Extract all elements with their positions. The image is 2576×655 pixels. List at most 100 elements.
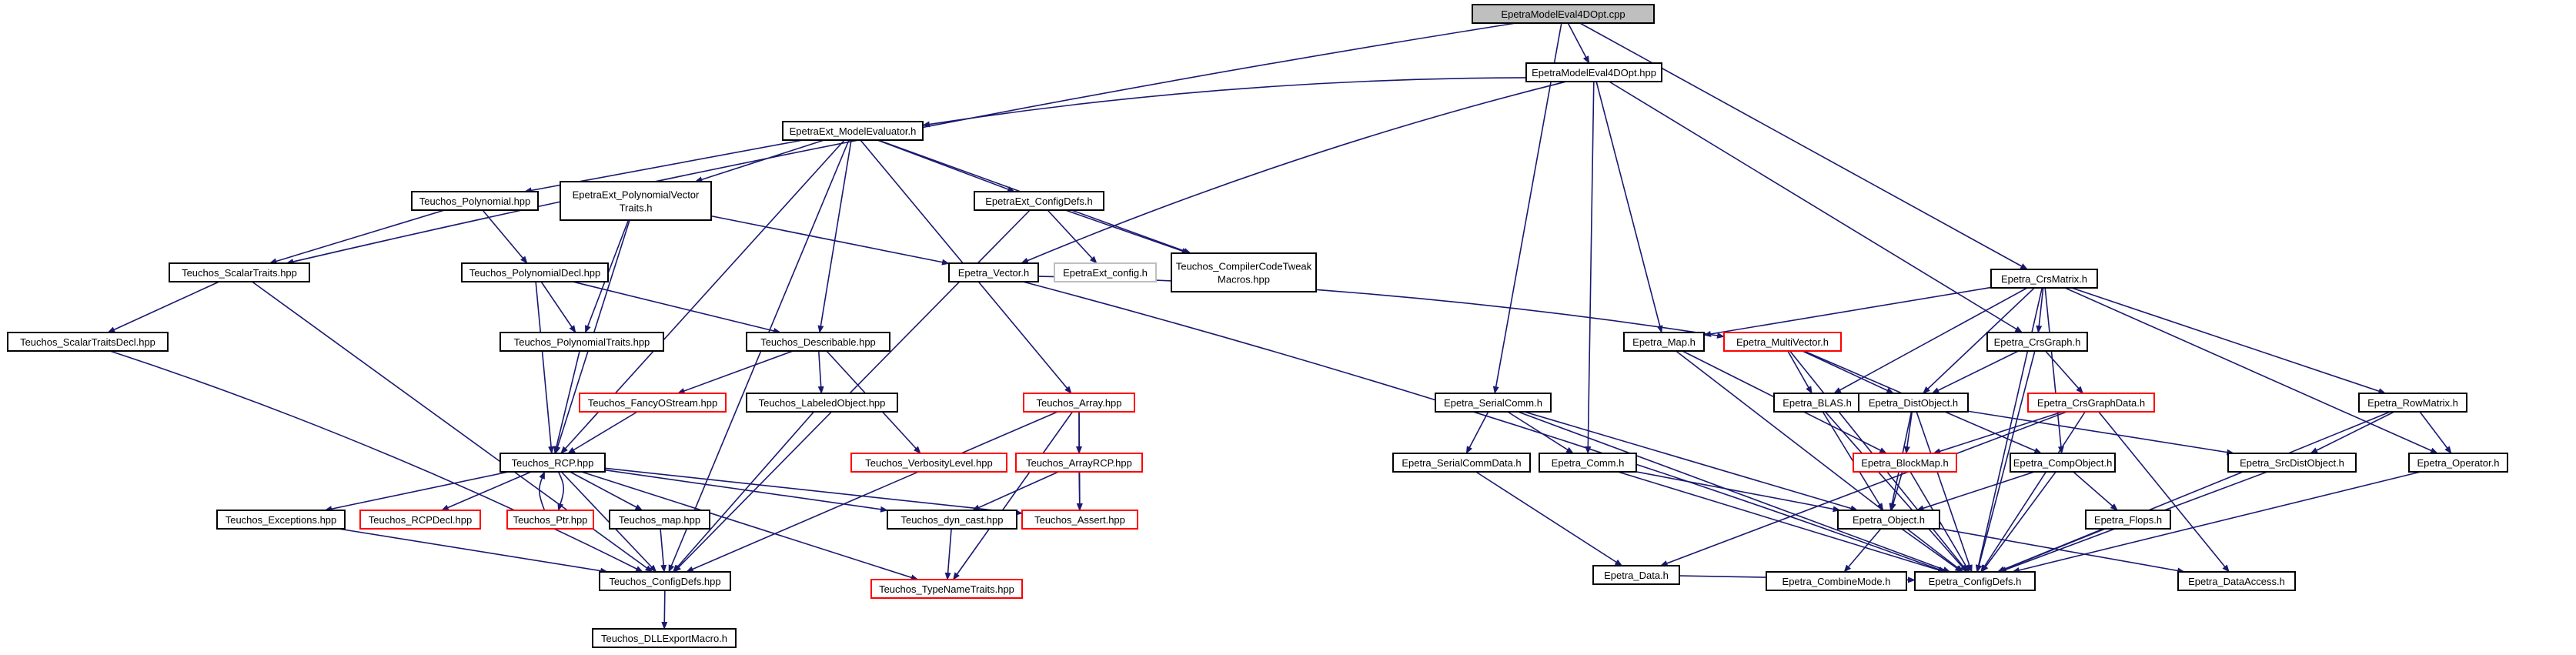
node-distobject[interactable]: Epetra_DistObject.h [1858,393,1969,413]
node-poly_hpp[interactable]: Teuchos_Polynomial.hpp [411,191,539,211]
node-box-labeledobject [746,393,898,413]
node-srcdistobject[interactable]: Epetra_SrcDistObject.h [2227,453,2357,473]
node-box-ptr [506,510,594,530]
node-label-rcp-0: Teuchos_RCP.hpp [512,457,594,469]
node-box-multivector [1723,332,1842,352]
edge-describable-to-labeledobject [817,350,824,394]
node-box-dllexport [592,628,737,648]
node-labeledobject[interactable]: Teuchos_LabeledObject.hpp [746,393,898,413]
edge-crsmatrix-to-compobject [2044,287,2064,454]
node-label-eeconfigdefs-0: EpetraExt_ConfigDefs.h [985,195,1092,207]
node-map[interactable]: Epetra_Map.h [1623,332,1705,352]
edge-root-to-crsmatrix [1579,22,2029,270]
node-verbosity[interactable]: Teuchos_VerbosityLevel.hpp [850,453,1007,473]
node-compobject[interactable]: Epetra_CompObject.h [2010,453,2116,473]
edge-root-to-scalartraits [286,22,1516,265]
node-blockmap[interactable]: Epetra_BlockMap.h [1853,453,1957,473]
edge-polydecl-to-rcp [535,281,555,454]
edge-serialcomm-to-comm [1507,411,1574,454]
node-box-dyncast [887,510,1017,530]
node-blas[interactable]: Epetra_BLAS.h [1773,393,1861,413]
node-crsgraphdata[interactable]: Epetra_CrsGraphData.h [2027,393,2155,413]
node-array[interactable]: Teuchos_Array.hpp [1023,393,1135,413]
edge-crsmatrix-to-distobject [1922,287,2035,394]
edge-rcp-to-typenametraits [581,471,919,581]
node-box-scalartraitsdecl [7,332,169,352]
edge-distobject-to-blockmap [1903,411,1913,454]
node-label-poly_hpp-0: Teuchos_Polynomial.hpp [419,195,531,207]
node-exceptions[interactable]: Teuchos_Exceptions.hpp [216,510,346,530]
node-combinemode[interactable]: Epetra_CombineMode.h [1766,571,1907,591]
node-scalartraitsdecl[interactable]: Teuchos_ScalarTraitsDecl.hpp [7,332,169,352]
edge-comm-to-econfigdefs [1617,471,1946,573]
node-crsgraph[interactable]: Epetra_CrsGraph.h [1986,332,2088,352]
edge-polyvec-to-vector [710,215,950,266]
node-box-blockmap [1853,453,1957,473]
node-serialcommdata[interactable]: Epetra_SerialCommData.h [1392,453,1531,473]
node-arrayrcp[interactable]: Teuchos_ArrayRCP.hpp [1015,453,1143,473]
node-box-polydecl [461,262,609,282]
node-assert[interactable]: Teuchos_Assert.hpp [1021,510,1138,530]
node-crsmatrix[interactable]: Epetra_CrsMatrix.h [1990,269,2098,289]
node-dllexport[interactable]: Teuchos_DLLExportMacro.h [592,628,737,648]
node-box-polytraits [499,332,664,352]
node-eeconfigdefs[interactable]: EpetraExt_ConfigDefs.h [974,191,1104,211]
node-label-polytraits-0: Teuchos_PolynomialTraits.hpp [514,336,650,348]
edge-array-to-tconfigdefs [685,411,1058,573]
node-tconfigdefs[interactable]: Teuchos_ConfigDefs.hpp [599,571,731,591]
node-rcpdecl[interactable]: Teuchos_RCPDecl.hpp [359,510,481,530]
node-box-scalartraits [169,262,310,282]
node-data[interactable]: Epetra_Data.h [1592,565,1680,585]
node-serialcomm[interactable]: Epetra_SerialComm.h [1435,393,1552,413]
node-scalartraits[interactable]: Teuchos_ScalarTraits.hpp [169,262,310,282]
edge-scalartraitsdecl-to-tconfigdefs [109,350,643,573]
node-polytraits[interactable]: Teuchos_PolynomialTraits.hpp [499,332,664,352]
node-rowmatrix[interactable]: Epetra_RowMatrix.h [2358,393,2467,413]
node-label-serialcommdata-0: Epetra_SerialCommData.h [1402,457,1521,469]
node-box-map [1623,332,1705,352]
node-label-polyvec-1: Traits.h [620,202,653,214]
node-fancyostream[interactable]: Teuchos_FancyOStream.hpp [579,393,727,413]
node-typenametraits[interactable]: Teuchos_TypeNameTraits.hpp [870,579,1023,599]
node-me_h[interactable]: EpetraExt_ModelEvaluator.h [782,121,924,141]
node-label-ptr-0: Teuchos_Ptr.hpp [513,514,588,526]
node-root[interactable]: EpetraModelEval4DOpt.cpp [1472,4,1655,24]
node-polydecl[interactable]: Teuchos_PolynomialDecl.hpp [461,262,609,282]
node-ptr[interactable]: Teuchos_Ptr.hpp [506,510,594,530]
edge-array-to-typenametraits [952,411,1074,580]
node-label-blas-0: Epetra_BLAS.h [1782,397,1852,409]
node-describable[interactable]: Teuchos_Describable.hpp [746,332,890,352]
node-multivector[interactable]: Epetra_MultiVector.h [1723,332,1842,352]
node-box-assert [1021,510,1138,530]
node-label-comm-0: Epetra_Comm.h [1552,457,1625,469]
node-label-rcpdecl-0: Teuchos_RCPDecl.hpp [369,514,472,526]
node-comm[interactable]: Epetra_Comm.h [1539,453,1637,473]
edge-map-to-econfigdefs [1676,350,1964,573]
node-dataaccess[interactable]: Epetra_DataAccess.h [2177,571,2296,591]
edge-crsmatrix-to-econfigdefs [1975,287,2043,573]
node-vector[interactable]: Epetra_Vector.h [948,262,1039,282]
edge-vector-to-econfigdefs [1022,281,1946,573]
node-label-me_h-0: EpetraExt_ModelEvaluator.h [790,125,917,137]
node-econfigdefs[interactable]: Epetra_ConfigDefs.h [1914,571,2036,591]
node-box-rcp [499,453,606,473]
node-rcp[interactable]: Teuchos_RCP.hpp [499,453,606,473]
node-flops[interactable]: Epetra_Flops.h [2085,510,2171,530]
edge-me_h-to-polyvec [694,139,825,183]
edge-scalartraits-to-scalartraitsdecl [107,281,220,333]
node-model_hpp[interactable]: EpetraModelEval4DOpt.hpp [1525,62,1662,82]
node-label-object-0: Epetra_Object.h [1853,514,1925,526]
node-operator[interactable]: Epetra_Operator.h [2408,453,2508,473]
node-object[interactable]: Epetra_Object.h [1837,510,1940,530]
node-maphpp[interactable]: Teuchos_map.hpp [609,510,710,530]
edge-rcp-to-exceptions [324,471,509,513]
node-dyncast[interactable]: Teuchos_dyn_cast.hpp [887,510,1017,530]
edge-compobject-to-object [1916,471,2035,512]
edge-rowmatrix-to-operator [2419,411,2452,454]
node-label-flops-0: Epetra_Flops.h [2094,514,2162,526]
node-label-distobject-0: Epetra_DistObject.h [1869,397,1958,409]
node-label-eeconfig-0: EpetraExt_config.h [1063,267,1148,279]
